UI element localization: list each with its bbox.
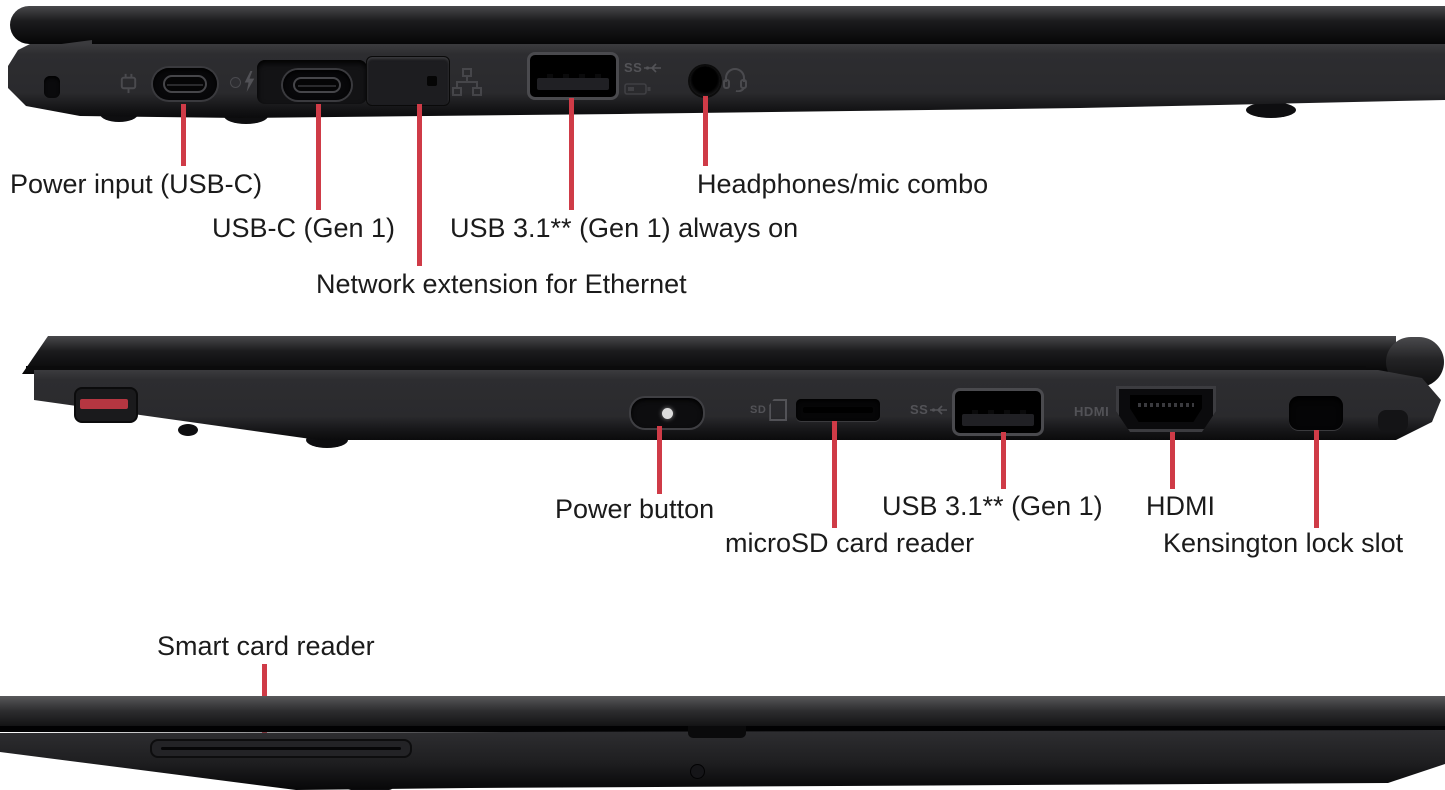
chassis-seam (26, 366, 1366, 372)
label-hdmi: HDMI (1146, 491, 1215, 521)
superspeed-usb-marking: SS (624, 60, 662, 75)
usb-c-slit (167, 84, 203, 86)
ethernet-icon (452, 68, 482, 96)
security-keyhole (44, 76, 60, 98)
leader-usb31-always (569, 98, 574, 210)
label-usb31: USB 3.1** (Gen 1) (882, 491, 1103, 521)
superspeed-usb-marking: SS (910, 402, 948, 417)
usb-trident-icon (930, 404, 948, 415)
network-port-hole (427, 76, 437, 86)
smart-card-slot (150, 739, 412, 758)
superspeed-text: SS (624, 60, 643, 75)
label-network-extension: Network extension for Ethernet (316, 269, 687, 299)
label-microsd: microSD card reader (725, 528, 975, 558)
label-smart-card: Smart card reader (157, 631, 375, 661)
rubber-foot (1378, 410, 1408, 432)
laptop-lid-edge (10, 6, 1445, 44)
leader-usb31 (1001, 432, 1006, 489)
pen-red-stripe (80, 399, 128, 409)
leader-microsd (832, 421, 837, 528)
microsd-slot (796, 399, 880, 421)
network-extension-port (366, 56, 450, 106)
usb-a-tongue (537, 74, 609, 90)
usb-trident-icon (644, 62, 662, 73)
usb-c-gen1-port (283, 70, 351, 100)
headset-icon (723, 66, 747, 92)
hdmi-port (1116, 386, 1216, 432)
leader-power-button (657, 426, 662, 494)
usb-c-power-port (153, 68, 217, 100)
headphone-jack (690, 66, 720, 96)
smart-card-slit (161, 747, 401, 750)
label-power-button: Power button (555, 494, 715, 524)
battery-icon (624, 82, 651, 101)
laptop-lid-edge (0, 696, 1445, 728)
usb-a-port (527, 52, 619, 100)
lightning-icon (243, 71, 256, 92)
usb-c-slit (297, 85, 337, 87)
power-button (629, 396, 705, 430)
label-usbc-gen1: USB-C (Gen 1) (212, 213, 396, 243)
sd-card-marking: SD (750, 399, 788, 421)
status-led (230, 77, 241, 88)
hdmi-pins (1138, 403, 1194, 407)
label-usb31-always-on: USB 3.1** (Gen 1) always on (450, 213, 799, 243)
pen-slot (74, 387, 138, 423)
leader-kensington (1314, 430, 1319, 528)
leader-hdmi (1170, 432, 1175, 489)
leader-usbc-gen1 (316, 104, 321, 210)
hdmi-connector (1130, 395, 1202, 422)
sd-text: SD (750, 404, 767, 416)
kensington-lock-slot (1289, 396, 1343, 430)
power-input-icon (117, 71, 140, 94)
rubber-foot (1246, 102, 1296, 118)
screw (690, 764, 705, 779)
label-kensington: Kensington lock slot (1163, 528, 1404, 558)
rubber-foot (178, 424, 198, 436)
label-headphones: Headphones/mic combo (697, 169, 989, 199)
lid-lip-notch (688, 726, 746, 738)
sd-card-icon (769, 399, 788, 421)
superspeed-text: SS (910, 402, 929, 417)
usb-a-tongue (962, 410, 1034, 426)
usb-a-port (952, 388, 1044, 436)
hdmi-marking: HDMI (1074, 404, 1109, 419)
leader-power-input (181, 104, 186, 166)
leader-network (417, 104, 422, 266)
label-power-input: Power input (USB-C) (10, 169, 263, 199)
hdmi-text: HDMI (1074, 404, 1110, 419)
power-button-dot (661, 407, 673, 419)
leader-headphones (703, 96, 708, 166)
microsd-slit (803, 407, 873, 413)
